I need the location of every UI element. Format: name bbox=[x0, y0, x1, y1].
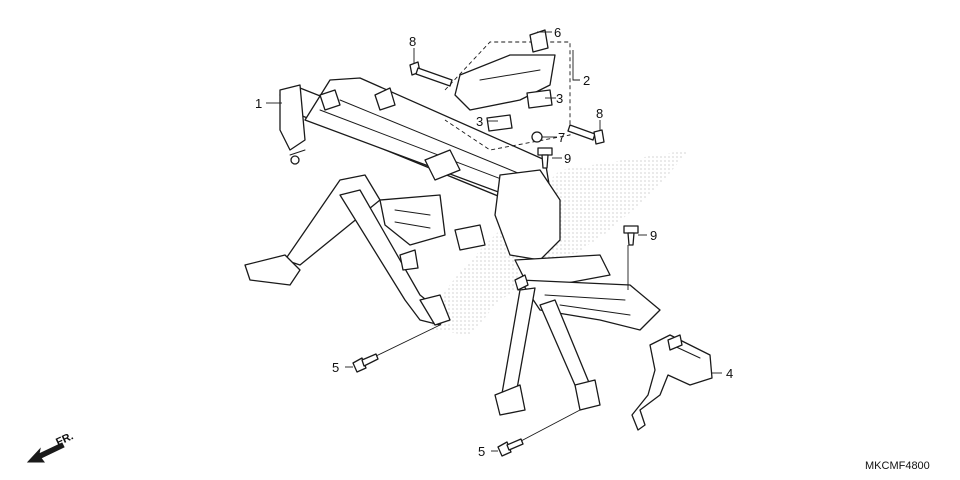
callout-4: 4 bbox=[726, 366, 733, 381]
callout-9-right: 9 bbox=[650, 228, 657, 243]
frame-front-legs bbox=[244, 149, 486, 326]
callout-1: 1 bbox=[255, 96, 262, 111]
bolt-center bbox=[537, 147, 553, 169]
frame-main-beam bbox=[279, 77, 551, 206]
callout-8-top: 8 bbox=[409, 34, 416, 49]
bolt-lower-left bbox=[352, 353, 379, 373]
bolt-upper-left bbox=[409, 61, 453, 87]
callout-6: 6 bbox=[554, 25, 561, 40]
frame-rear-section bbox=[494, 169, 661, 416]
shading-area bbox=[430, 150, 690, 335]
front-direction-arrow: FR. bbox=[26, 430, 75, 463]
callout-2: 2 bbox=[583, 73, 590, 88]
callout-3-left: 3 bbox=[476, 114, 483, 129]
front-direction-label: FR. bbox=[54, 430, 75, 448]
bracket-assembly bbox=[444, 29, 571, 151]
diagram-code: MKCMF4800 bbox=[865, 460, 930, 472]
bolt-lower-center bbox=[497, 438, 524, 457]
bolt-upper-right bbox=[567, 124, 605, 145]
side-bracket bbox=[631, 334, 713, 431]
callout-8-right: 8 bbox=[596, 106, 603, 121]
callout-7: 7 bbox=[558, 130, 565, 145]
bolt-right bbox=[623, 225, 639, 246]
callout-3-right: 3 bbox=[556, 91, 563, 106]
leader-lines bbox=[266, 31, 722, 452]
callout-5-left: 5 bbox=[332, 360, 339, 375]
callout-9-center: 9 bbox=[564, 151, 571, 166]
callout-5-bottom: 5 bbox=[478, 444, 485, 459]
